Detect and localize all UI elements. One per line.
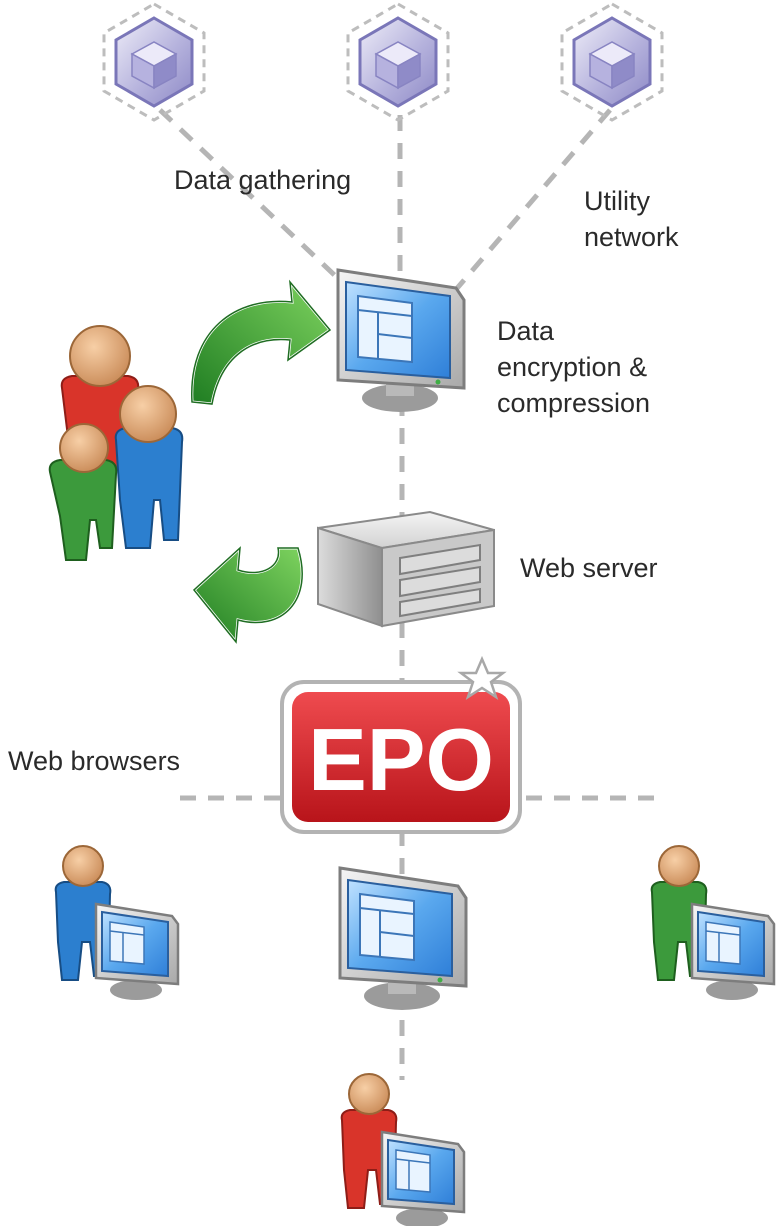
monitor-icon [336, 268, 466, 412]
label-data-encryption: Data encryption & compression [497, 313, 650, 421]
label-utility-network: Utility network [584, 183, 679, 255]
arrow-icon [191, 544, 304, 646]
meter-icon [346, 2, 450, 122]
label-web-server: Web server [520, 550, 658, 586]
data-encryption-line1: Data [497, 316, 555, 346]
arrow-icon [190, 277, 333, 406]
label-web-browsers: Web browsers [8, 743, 180, 779]
user-at-computer-icon [54, 845, 180, 1000]
utility-network-line2: network [584, 222, 679, 252]
user-at-computer-icon [650, 845, 776, 1000]
monitor-icon [338, 866, 468, 1010]
data-gathering-text: Data gathering [174, 165, 352, 195]
people-group-icon [48, 325, 184, 561]
epo-logo: EPO [280, 655, 522, 834]
star-icon [457, 655, 507, 700]
user-at-computer-icon [340, 1073, 466, 1226]
data-encryption-line2: encryption & [497, 352, 648, 382]
connector-meter-right [445, 108, 612, 302]
web-server-text: Web server [520, 553, 658, 583]
web-browsers-text: Web browsers [8, 746, 181, 776]
label-data-gathering: Data gathering [174, 162, 351, 198]
meter-icon [560, 2, 664, 122]
server-icon [317, 510, 495, 628]
connector-meter-left [158, 108, 347, 287]
data-encryption-line3: compression [497, 388, 651, 418]
utility-network-line1: Utility [584, 186, 650, 216]
meter-icon [102, 2, 206, 122]
epo-logo-text: EPO [308, 710, 494, 809]
